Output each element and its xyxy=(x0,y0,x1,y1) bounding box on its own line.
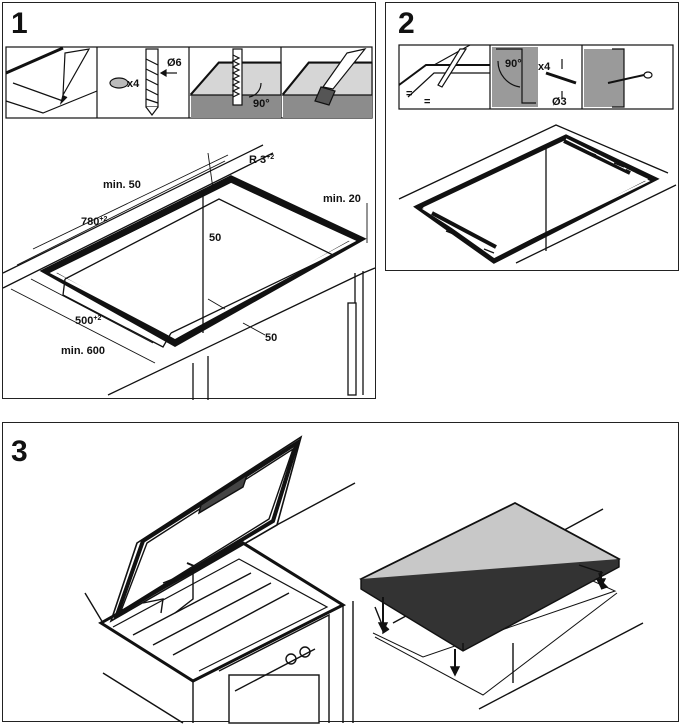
step-1-tool-strip xyxy=(6,47,372,118)
min600-label: min. 600 xyxy=(61,345,105,357)
saw-angle-label: 90° xyxy=(253,98,270,110)
drill-count-label: x4 xyxy=(127,78,140,90)
bracket-angle-icon xyxy=(492,47,538,107)
step-2-panel: 2 xyxy=(385,2,679,271)
step-1-panel: 1 xyxy=(2,2,376,399)
step-3-panel: 3 xyxy=(2,422,679,722)
step-1-illustration: Ø6 x4 90° xyxy=(3,3,377,400)
bracket-installation-drawing xyxy=(399,125,676,263)
drill-diameter-label: Ø6 xyxy=(167,57,182,69)
worktop-cutout-drawing xyxy=(3,145,375,400)
screw-icon xyxy=(546,59,576,99)
equal-mark-1: = xyxy=(406,88,412,100)
pencil-icon xyxy=(6,48,97,113)
gap50-front-label: 50 xyxy=(265,332,277,344)
len780-label: 780+2 xyxy=(81,216,107,228)
brush-icon xyxy=(283,49,372,118)
gap50-inner-label: 50 xyxy=(209,232,221,244)
bracket-screw-icon xyxy=(584,49,652,107)
equal-mark-2: = xyxy=(424,96,430,108)
step-3-illustration xyxy=(3,423,680,723)
cooktop-opening-scene xyxy=(85,437,355,723)
cooktop-lowering-scene xyxy=(361,503,643,709)
len500-label: 500+2 xyxy=(75,315,101,327)
radius-label: R 3+2 xyxy=(249,154,274,166)
marking-pencil-icon xyxy=(399,45,490,97)
screw-count-label: x4 xyxy=(538,61,551,73)
screw-diameter-label: Ø3 xyxy=(552,96,567,108)
min20-label: min. 20 xyxy=(323,193,361,205)
bracket-angle-label: 90° xyxy=(505,58,522,70)
step-2-illustration: 90° x4 Ø3 = = xyxy=(386,3,680,272)
min50-label: min. 50 xyxy=(103,179,141,191)
